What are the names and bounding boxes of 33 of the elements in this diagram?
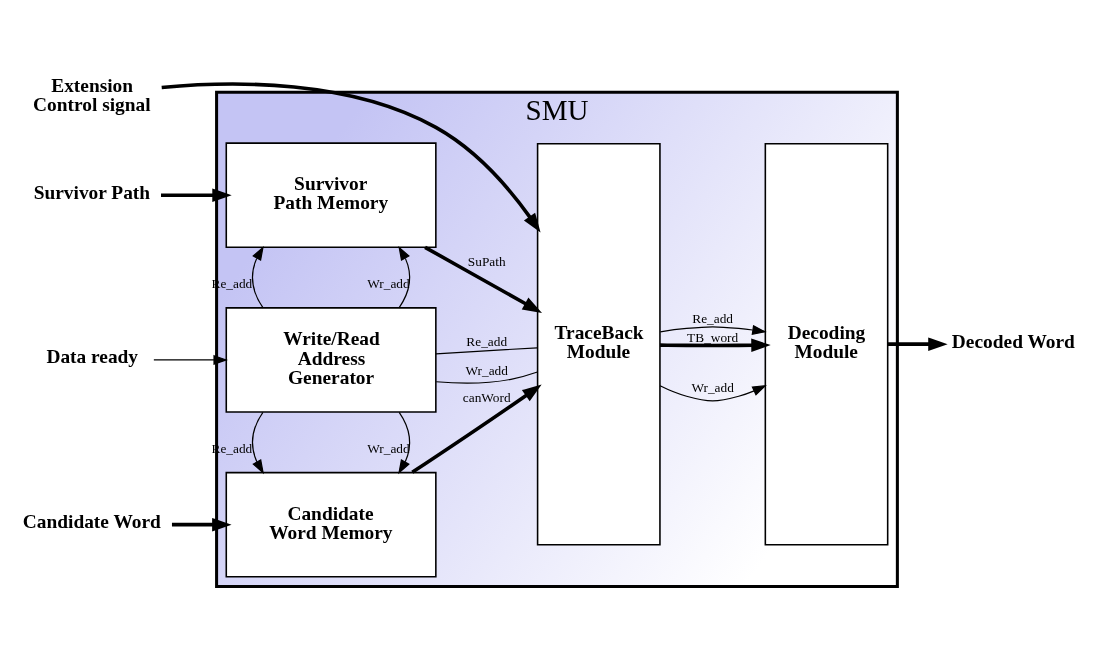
edge-label: Re_add (466, 333, 508, 349)
arrow (660, 338, 771, 352)
node-text: Survivor Path (33, 181, 151, 203)
arrow (251, 411, 264, 474)
arrow (411, 384, 542, 474)
arrow (424, 245, 542, 313)
edge-label: canWord (462, 389, 511, 405)
node-box: TraceBack Module (536, 142, 661, 545)
arrow (161, 187, 232, 202)
edge-label: Wr_add (691, 379, 734, 395)
node-box: Decoding Module (764, 142, 889, 545)
arrow (251, 245, 264, 308)
node-text: Extension Control signal (33, 74, 151, 115)
node-box: Survivor Path Memory (225, 141, 437, 248)
edge-label: Re_add (692, 310, 733, 326)
arrow (659, 384, 767, 402)
node-text: Decoded Word (951, 330, 1075, 352)
edge-label: Wr_add (465, 362, 508, 378)
node-text: Candidate Word (22, 510, 161, 532)
arrow (398, 411, 411, 474)
arrow (888, 336, 948, 351)
connector (435, 346, 538, 354)
node-text: Data ready (46, 345, 139, 367)
edge-label: SuPath (467, 253, 506, 269)
node-box: Write/Read Address Generator (225, 306, 437, 413)
connector (435, 370, 539, 384)
arrow (161, 81, 541, 232)
arrow (659, 324, 767, 335)
edge-label: TB_word (687, 329, 739, 345)
node-box: Candidate Word Memory (225, 471, 437, 578)
arrow (153, 354, 228, 365)
arrow (171, 517, 232, 531)
arrow (398, 245, 411, 308)
